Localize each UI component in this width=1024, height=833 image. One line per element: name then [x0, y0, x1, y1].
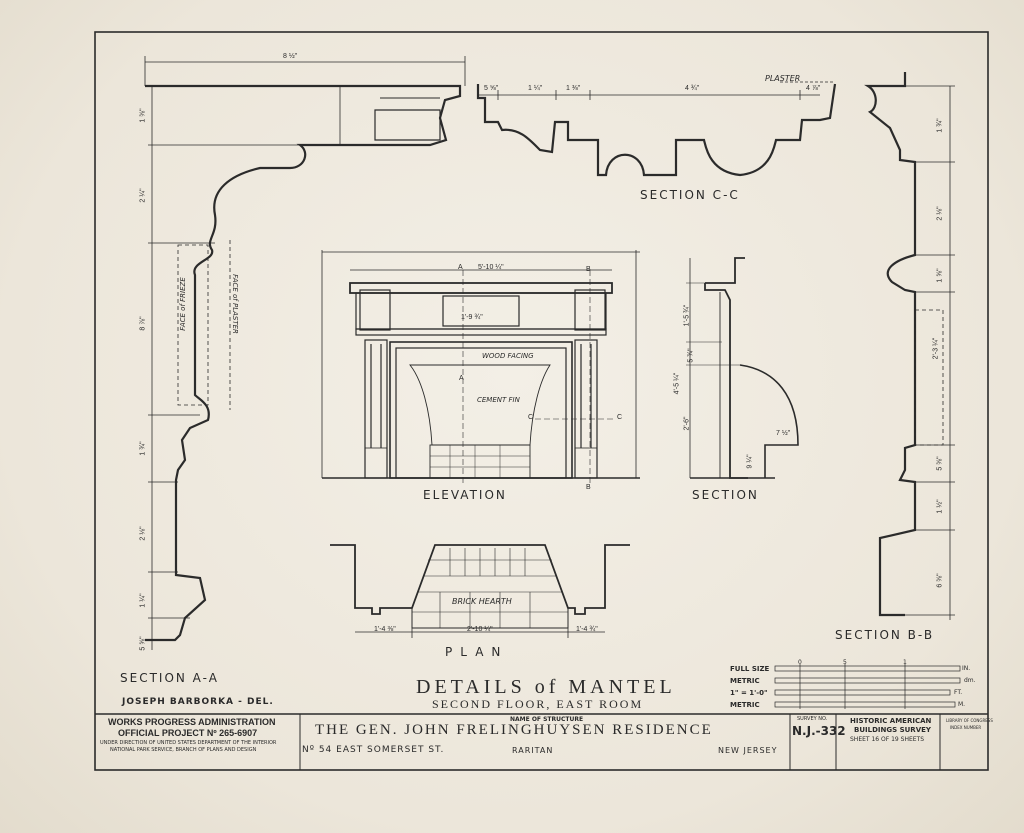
section-cc-profile [476, 83, 837, 177]
dim-c-3: 1 ⅜" [566, 85, 581, 92]
survey-number: N.J.-332 [792, 724, 846, 738]
elevation-drawing [321, 250, 640, 485]
scale-unit-ft: FT. [954, 689, 963, 696]
dim-plan-3: 1'-4 ¾" [576, 626, 598, 633]
library-line-1: LIBRARY OF CONGRESS [946, 718, 993, 723]
sheet-number: SHEET 16 OF 19 SHEETS [850, 736, 925, 743]
label-delineator: JOSEPH BARBORKA - DEL. [122, 697, 274, 707]
dim-b-3: 1 ⅝" [936, 268, 944, 283]
dim-b-7: 6 ⅜" [936, 573, 944, 588]
wpa-line-3: UNDER DIRECTION OF UNITED STATES DEPARTM… [100, 740, 277, 746]
wpa-line-1: WORKS PROGRESS ADMINISTRATION [108, 717, 276, 727]
scale-full-size: FULL SIZE [730, 665, 770, 673]
label-section-bb: SECTION B-B [835, 628, 935, 642]
dim-sec-1: 1'-5 ¾" [683, 304, 691, 327]
sheet-border [94, 31, 989, 771]
section-drawing [686, 257, 799, 479]
note-brick-hearth: BRICK HEARTH [452, 597, 512, 606]
dim-plan-2: 2'-10 ¼" [467, 626, 493, 633]
dim-c-2: 1 ¼" [528, 85, 543, 92]
scale-num-1: 1 [903, 659, 907, 666]
structure-city: RARITAN [512, 746, 554, 755]
dim-a-6: 1 ¼" [139, 593, 147, 608]
sheet-title: DETAILS of MANTEL [416, 676, 676, 698]
label-section: SECTION [692, 488, 759, 502]
structure-name: THE GEN. JOHN FRELINGHUYSEN RESIDENCE [315, 722, 713, 738]
mark-a-mid: A [459, 375, 464, 382]
dim-a-7: 5 ⅝" [139, 636, 147, 651]
dim-sec-5: 7 ½" [776, 430, 791, 437]
dim-sec-4: 2'-6" [683, 416, 691, 431]
dim-b-1: 1 ¾" [936, 118, 944, 133]
section-bb-profile [864, 72, 917, 617]
dim-c-4: 4 ¾" [685, 85, 700, 92]
scale-unit-dm: dm. [964, 677, 976, 684]
dim-plan-1: 1'-4 ⅜" [374, 626, 396, 633]
dim-b-2: 2 ⅛" [936, 206, 944, 221]
dim-a-top: 8 ½" [283, 53, 298, 60]
note-cement-fin: CEMENT FIN [477, 396, 520, 404]
label-section-aa: SECTION A-A [120, 671, 219, 685]
label-elevation: ELEVATION [423, 488, 507, 502]
plan-brick-pattern [412, 548, 568, 628]
section-cc-dimension-lines [478, 81, 835, 100]
plan-dimension-lines [355, 626, 605, 638]
label-plan: PLAN [445, 645, 509, 659]
scale-metric-2: METRIC [730, 701, 760, 709]
scale-num-5: 5 [843, 659, 847, 666]
dim-c-5: 4 ⅞" [806, 85, 821, 92]
dim-a-5: 2 ⅛" [139, 526, 147, 541]
mark-b-top: B [586, 266, 591, 273]
note-face-of-plaster: FACE of PLASTER [230, 274, 239, 334]
sheet-subtitle: SECOND FLOOR, EAST ROOM [432, 697, 644, 711]
structure-address: Nº 54 EAST SOMERSET ST. [302, 745, 445, 755]
dim-a-2: 2 ¼" [139, 188, 147, 203]
label-section-cc: SECTION C-C [640, 188, 740, 202]
dim-a-3: 8 ⅞" [139, 316, 147, 331]
mark-a-top: A [458, 264, 463, 271]
dim-a-4: 1 ¾" [139, 441, 147, 456]
wpa-line-2: OFFICIAL PROJECT Nº 265-6907 [118, 728, 258, 738]
wpa-line-4: NATIONAL PARK SERVICE, BRANCH OF PLANS A… [110, 747, 257, 753]
structure-caption: NAME OF STRUCTURE [510, 716, 584, 723]
dim-b-6: 1 ½" [936, 499, 944, 514]
library-line-2: INDEX NUMBER [950, 725, 982, 730]
scale-num-0: 0 [798, 659, 802, 666]
note-plaster: PLASTER [765, 74, 801, 83]
habs-line-2: BUILDINGS SURVEY [854, 726, 931, 734]
mark-c-left: C [528, 414, 534, 421]
dim-elev-width: 5'-10 ¼" [478, 264, 504, 271]
mark-c-right: C [617, 414, 623, 421]
note-face-of-frieze: FACE of FRIEZE [178, 277, 187, 331]
scale-unit-m: M. [958, 701, 966, 708]
dim-sec-3: 4'-5 ¼" [673, 372, 681, 395]
dim-sec-2: 5 ¾" [687, 348, 695, 363]
scale-bars [774, 664, 961, 709]
dim-sec-6: 9 ¼" [746, 454, 754, 469]
habs-line-1: HISTORIC AMERICAN [850, 717, 932, 725]
mark-b-bottom: B [586, 484, 591, 491]
dim-c-1: 5 ⅝" [484, 85, 499, 92]
section-aa-profile [145, 84, 462, 642]
structure-state: NEW JERSEY [718, 746, 778, 755]
dim-b-5: 5 ⅜" [936, 456, 944, 471]
dim-elev-frieze: 1'-9 ¾" [461, 314, 483, 321]
note-wood-facing: WOOD FACING [482, 352, 534, 360]
dim-b-4: 2'-3 ¼" [932, 337, 940, 360]
section-aa-dimension-lines [144, 56, 466, 650]
scale-unit-in: IN. [962, 665, 971, 672]
plan-drawing [330, 544, 630, 638]
dim-a-1: 1 ⅜" [139, 108, 147, 123]
survey-caption: SURVEY NO. [797, 716, 828, 722]
section-bb-dimension-lines [905, 85, 955, 620]
scale-ft: 1" = 1'-0" [730, 689, 768, 697]
scale-metric-1: METRIC [730, 677, 760, 685]
